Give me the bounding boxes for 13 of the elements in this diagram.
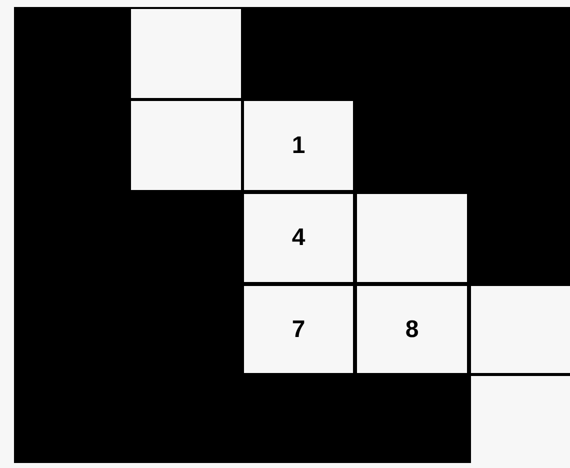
grid-cell: [244, 194, 353, 282]
grid-cell: [244, 101, 353, 190]
cell-number: 8: [405, 316, 419, 344]
cell-number: 4: [292, 224, 306, 252]
grid-cell: [244, 286, 353, 373]
grid-cell: [131, 9, 241, 98]
grid-cell: [471, 376, 570, 463]
grid-cell: [357, 194, 467, 282]
grid-cell: [357, 286, 467, 373]
cell-number: 1: [292, 132, 306, 160]
grid-cell: [131, 101, 241, 190]
cell-number: 7: [292, 316, 306, 344]
grid-cell: [471, 286, 570, 373]
